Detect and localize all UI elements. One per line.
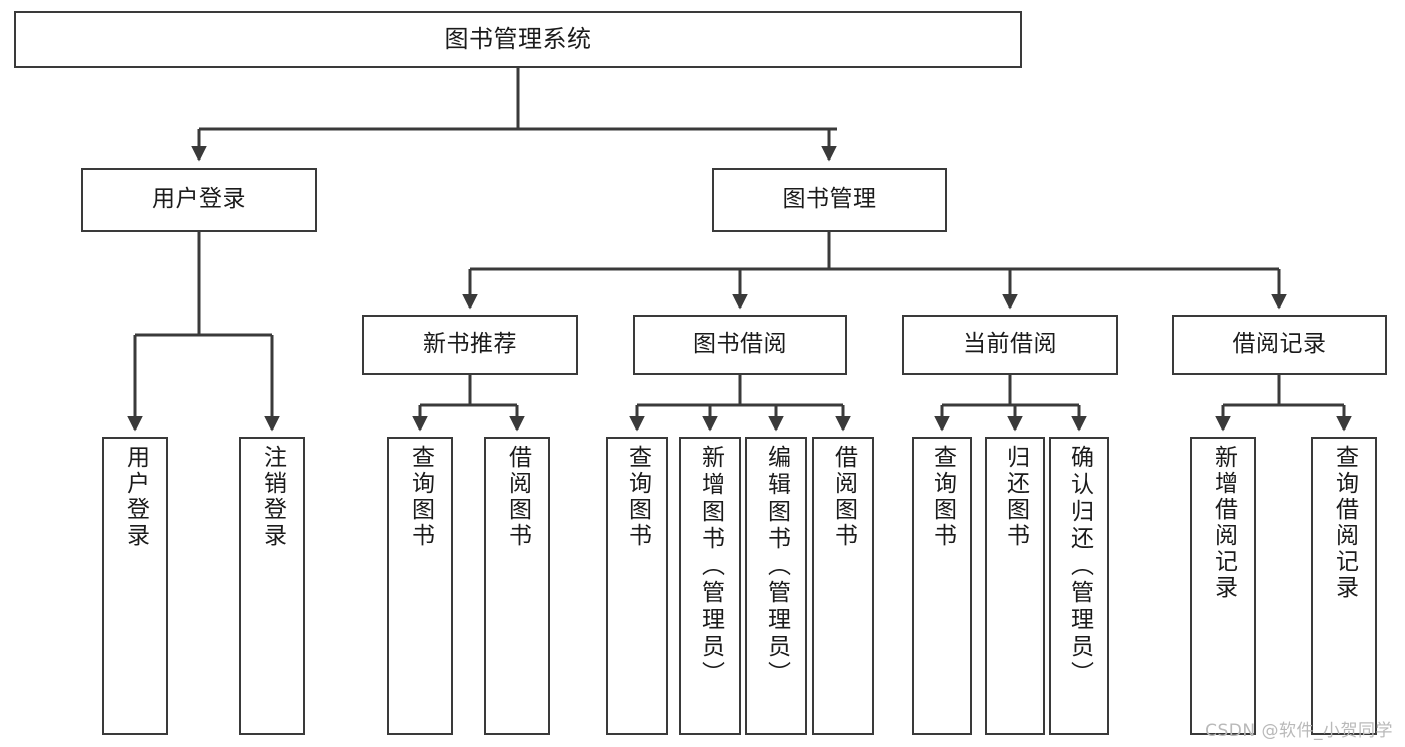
leaf-query-borrow-record[interactable]: 查询借阅记录 <box>1311 437 1377 735</box>
leaf-borrow-book-rec[interactable]: 借阅图书 <box>484 437 550 735</box>
node-label: 注销登录 <box>259 445 286 549</box>
node-label: 归还图书 <box>1002 445 1029 549</box>
node-label: 查询图书 <box>624 445 651 549</box>
node-label: 图书管理系统 <box>444 25 592 54</box>
node-current-borrow[interactable]: 当前借阅 <box>902 315 1118 375</box>
node-label: 编辑图书（管理员） <box>763 445 790 688</box>
leaf-confirm-return-admin[interactable]: 确认归还（管理员） <box>1049 437 1109 735</box>
leaf-add-book-admin[interactable]: 新增图书（管理员） <box>679 437 741 735</box>
leaf-borrow-book-borrow[interactable]: 借阅图书 <box>812 437 874 735</box>
leaf-query-book-current[interactable]: 查询图书 <box>912 437 972 735</box>
node-user-login[interactable]: 用户登录 <box>81 168 317 232</box>
node-label: 查询图书 <box>929 445 956 549</box>
node-label: 查询借阅记录 <box>1331 445 1358 601</box>
leaf-query-book-borrow[interactable]: 查询图书 <box>606 437 668 735</box>
node-label: 借阅图书 <box>504 445 531 549</box>
leaf-user-logout[interactable]: 注销登录 <box>239 437 305 735</box>
node-label: 新增图书（管理员） <box>697 445 724 688</box>
leaf-return-book[interactable]: 归还图书 <box>985 437 1045 735</box>
node-label: 确认归还（管理员） <box>1066 445 1093 688</box>
node-label: 用户登录 <box>152 186 246 213</box>
node-label: 图书借阅 <box>693 331 787 358</box>
node-borrow-record[interactable]: 借阅记录 <box>1172 315 1387 375</box>
node-book-manage[interactable]: 图书管理 <box>712 168 947 232</box>
node-label: 查询图书 <box>407 445 434 549</box>
leaf-user-login[interactable]: 用户登录 <box>102 437 168 735</box>
watermark: CSDN @软件_小贺同学 <box>1205 721 1393 741</box>
leaf-add-borrow-record[interactable]: 新增借阅记录 <box>1190 437 1256 735</box>
node-book-borrow[interactable]: 图书借阅 <box>633 315 847 375</box>
node-label: 图书管理 <box>782 186 877 213</box>
node-label: 新增借阅记录 <box>1210 445 1237 601</box>
node-label: 新书推荐 <box>423 331 517 358</box>
node-label: 用户登录 <box>122 445 149 549</box>
leaf-edit-book-admin[interactable]: 编辑图书（管理员） <box>745 437 807 735</box>
node-new-book-rec[interactable]: 新书推荐 <box>362 315 578 375</box>
node-label: 借阅图书 <box>830 445 857 549</box>
node-label: 借阅记录 <box>1232 331 1327 358</box>
node-root-system[interactable]: 图书管理系统 <box>14 11 1022 68</box>
leaf-query-book-rec[interactable]: 查询图书 <box>387 437 453 735</box>
node-label: 当前借阅 <box>963 331 1057 358</box>
